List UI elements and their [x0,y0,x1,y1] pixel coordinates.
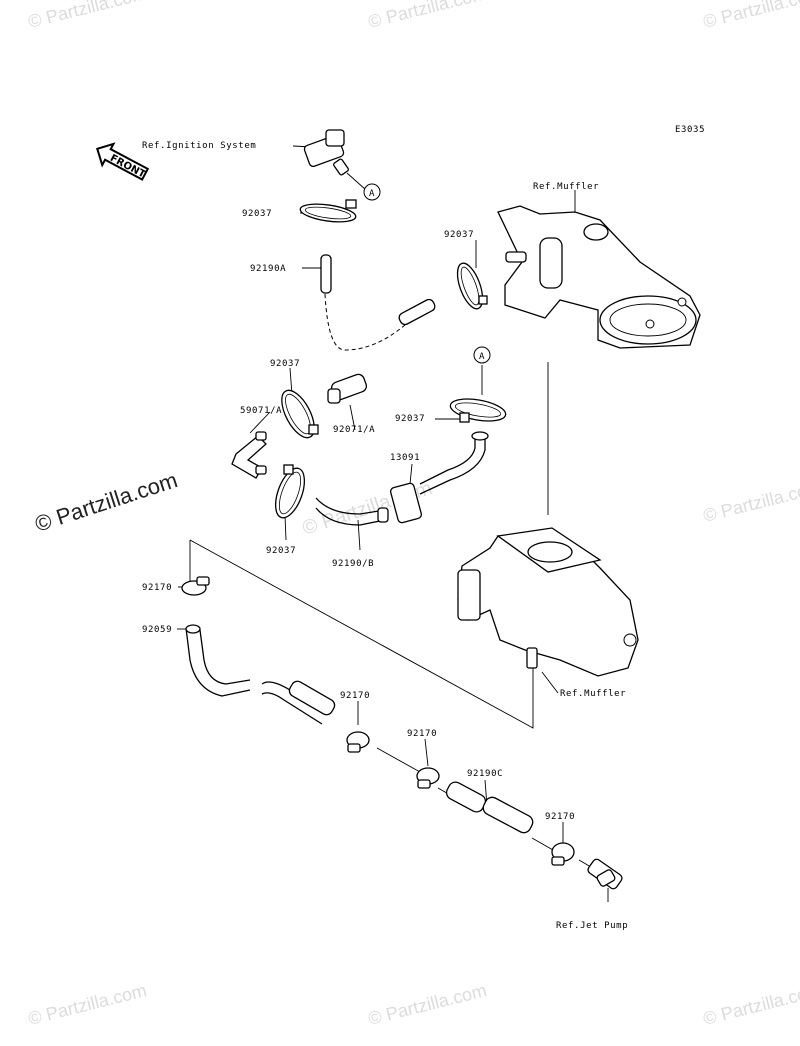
label-92059: 92059 [142,625,172,635]
watermark: © Partzilla.com [366,0,489,32]
hose-92190a [320,254,436,351]
clamp-92170-left [181,576,210,596]
clamp-92037-top [299,199,357,223]
elbow-59071a-part [231,431,267,479]
callout-a-mid: A [473,346,491,364]
front-label: FRONT [108,153,147,181]
clamp-92170-center [416,767,440,789]
part-labels: Ref.Ignition System Ref.Muffler 92037 92… [142,141,628,931]
label-92170: 92170 [340,691,370,701]
hose-92059 [185,624,336,725]
clamp-92037-right-mid [449,398,507,423]
label-92071a: 92071/A [333,425,375,435]
svg-text:A: A [369,189,375,199]
label-92037: 92037 [395,414,425,424]
clamp-92037-left-upper [281,389,319,439]
fitting-92071a-part [327,373,368,404]
hose-92190b [315,431,489,526]
label-92037: 92037 [270,359,300,369]
svg-text:A: A [479,352,485,362]
label-92037: 92037 [444,230,474,240]
valve-13091-part [389,482,423,524]
leader-lines [177,145,609,902]
muffler-top-part [497,205,701,349]
watermark: © Partzilla.com [26,0,149,32]
watermark: © Partzilla.com [366,980,489,1029]
callout-a-top: A [363,183,381,201]
label-ref-ignition: Ref.Ignition System [142,141,256,151]
hose-92190c [445,781,534,834]
label-92170: 92170 [407,729,437,739]
label-ref-jet-pump: Ref.Jet Pump [556,921,628,931]
label-ref-muffler-top: Ref.Muffler [533,182,599,192]
watermark: © Partzilla.com [26,980,149,1029]
label-59071a: 59071/A [240,406,282,416]
watermark: © Partzilla.com [701,0,800,32]
label-92170: 92170 [142,583,172,593]
label-92037: 92037 [242,209,272,219]
clamp-92037-muffler [456,262,488,310]
watermark-main: © Partzilla.com [32,467,181,537]
watermark: © Partzilla.com [701,477,800,526]
diagram-code: E3035 [675,125,705,135]
label-92190c: 92190C [467,769,503,779]
ignition-fitting-part [303,129,349,176]
clamp-92170-right [551,842,575,866]
label-92190a: 92190A [250,264,286,274]
watermark: © Partzilla.com [701,980,800,1029]
label-92037: 92037 [266,546,296,556]
clamp-92037-left-lower [274,464,306,519]
label-ref-muffler-bottom: Ref.Muffler [560,689,626,699]
muffler-bottom-part [457,527,639,677]
jet-pump-fitting-part [587,858,623,890]
label-92170: 92170 [545,812,575,822]
label-92190b: 92190/B [332,559,374,569]
clamp-92170-mid [346,731,370,753]
label-13091: 13091 [390,453,420,463]
